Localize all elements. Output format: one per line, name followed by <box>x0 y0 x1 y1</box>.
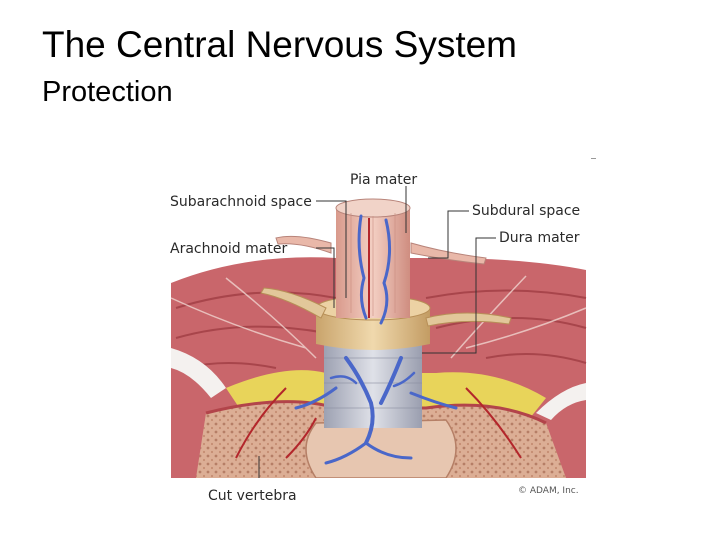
slide-subtitle: Protection <box>42 76 173 108</box>
label-subdural-space: Subdural space <box>472 203 581 219</box>
image-credit: © ADAM, Inc. <box>518 486 579 496</box>
blood-vessels-red <box>235 218 522 459</box>
leader-lines <box>258 186 496 480</box>
fascia-right <box>536 383 586 420</box>
anatomy-drawing <box>166 158 596 513</box>
nerve-root-right <box>425 312 512 327</box>
label-cut-vertebra: Cut vertebra <box>208 488 297 504</box>
label-arachnoid-mater: Arachnoid mater <box>170 241 288 257</box>
label-subarachnoid-space: Subarachnoid space <box>170 194 312 210</box>
fascia-left <box>171 348 226 398</box>
label-dura-mater: Dura mater <box>499 230 580 246</box>
muscle-striations <box>175 289 587 369</box>
blood-vessels-blue <box>294 214 458 465</box>
label-pia-mater: Pia mater <box>350 172 418 188</box>
nerve-root-upper-left <box>275 235 332 254</box>
slide-title: The Central Nervous System <box>42 24 518 65</box>
nerve-root-left <box>260 287 327 319</box>
muscle-fascia-lines <box>170 275 587 359</box>
spinal-cord-meninges-illustration: Pia mater Subarachnoid space Subdural sp… <box>166 158 596 513</box>
vertebra-body <box>305 419 457 479</box>
